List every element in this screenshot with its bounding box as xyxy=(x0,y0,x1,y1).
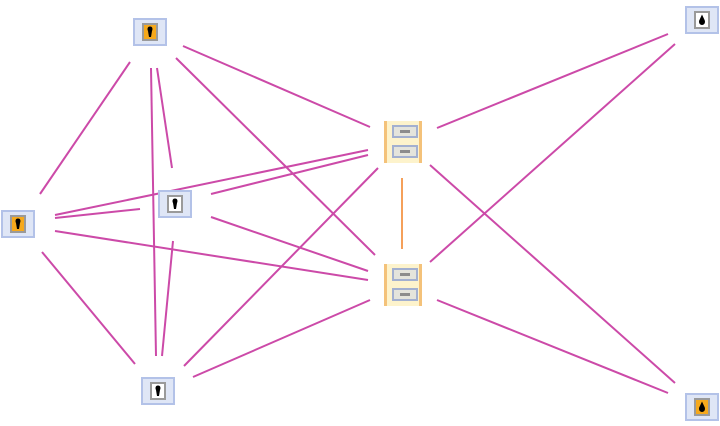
edge-cabinet-lower-to-lock-top-right xyxy=(429,43,676,263)
lock-node-bottom-left[interactable] xyxy=(141,377,175,405)
lock-node-mid-left[interactable] xyxy=(158,190,192,218)
drawer-handle-icon xyxy=(400,150,410,153)
cabinet-drawer-top xyxy=(392,125,418,138)
edge-cabinet-upper-to-lock-top-right xyxy=(436,33,669,129)
edge-lock-bottom-left-to-cabinet-lower xyxy=(192,299,371,378)
edge-lock-mid-left-to-lock-bottom-left xyxy=(161,240,174,357)
edge-lock-top-left-to-lock-left xyxy=(39,61,131,195)
edge-lock-left-to-lock-bottom-left xyxy=(41,251,136,365)
cabinet-drawer-bottom xyxy=(392,145,418,158)
keyhole-icon xyxy=(15,218,21,229)
cabinet-drawer-top xyxy=(392,268,418,281)
edge-lock-top-left-to-cabinet-lower xyxy=(175,57,376,256)
keyhole-icon xyxy=(699,14,705,25)
lock-node-top-left[interactable] xyxy=(133,18,167,46)
edge-lock-top-left-to-cabinet-upper xyxy=(182,45,371,128)
edge-lock-top-left-to-lock-mid-left xyxy=(156,67,173,169)
lock-node-bottom-right[interactable] xyxy=(685,393,719,421)
lock-icon xyxy=(694,11,710,29)
keyhole-icon xyxy=(147,26,153,37)
keyhole-icon xyxy=(155,385,161,396)
edge-lock-left-to-cabinet-lower xyxy=(54,230,369,281)
file-cabinet-lower[interactable] xyxy=(384,264,422,306)
lock-icon xyxy=(10,215,26,233)
lock-icon xyxy=(150,382,166,400)
cabinet-drawer-bottom xyxy=(392,288,418,301)
edge-cabinet-lower-to-lock-bottom-right xyxy=(436,299,669,394)
edge-cabinet-upper-to-lock-bottom-right xyxy=(429,164,676,384)
lock-icon xyxy=(694,398,710,416)
edge-lock-mid-left-to-cabinet-upper xyxy=(210,154,369,195)
drawer-handle-icon xyxy=(400,273,410,276)
lock-icon xyxy=(167,195,183,213)
keyhole-icon xyxy=(172,198,178,209)
drawer-handle-icon xyxy=(400,130,410,133)
drawer-handle-icon xyxy=(400,293,410,296)
lock-node-left[interactable] xyxy=(1,210,35,238)
edge-lock-top-left-to-lock-bottom-left xyxy=(150,67,157,357)
lock-node-top-right[interactable] xyxy=(685,6,719,34)
lock-icon xyxy=(142,23,158,41)
edge-lock-left-to-cabinet-upper xyxy=(54,149,369,216)
edge-lock-left-to-lock-mid-left xyxy=(54,208,141,219)
edge-lock-mid-left-to-cabinet-lower xyxy=(210,216,369,272)
keyhole-icon xyxy=(699,401,705,412)
edge-lock-bottom-left-to-cabinet-upper xyxy=(183,167,379,367)
file-cabinet-upper[interactable] xyxy=(384,121,422,163)
